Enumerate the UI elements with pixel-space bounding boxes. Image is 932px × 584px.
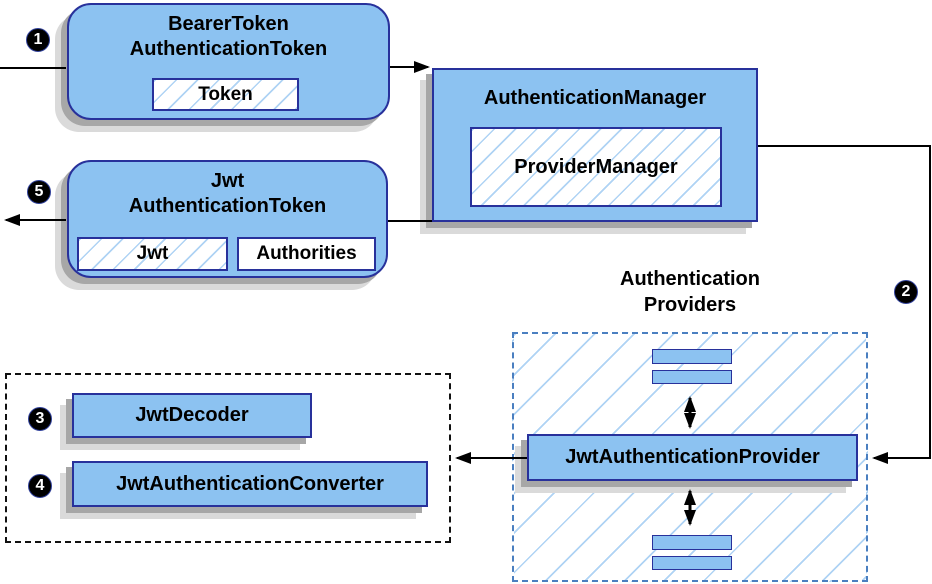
providers-group-heading: Authentication Providers bbox=[560, 266, 820, 318]
step-2-badge: 2 bbox=[894, 280, 918, 304]
provider-slot-bar bbox=[652, 370, 732, 384]
bearer-token-title-line2: AuthenticationToken bbox=[129, 38, 328, 60]
decoder-group-box bbox=[5, 373, 451, 543]
jwt-token-title-line2: AuthenticationToken bbox=[128, 195, 327, 217]
jwt-authentication-converter-node: JwtAuthenticationConverter bbox=[72, 461, 428, 507]
authorities-inner-box: Authorities bbox=[237, 237, 376, 271]
provider-slot-bar bbox=[652, 535, 732, 550]
step-5-badge: 5 bbox=[27, 180, 51, 204]
providers-heading-line2: Providers bbox=[643, 294, 737, 316]
step-3-badge: 3 bbox=[28, 407, 52, 431]
jwt-token-node-title: Jwt AuthenticationToken bbox=[69, 162, 386, 219]
providers-heading-line1: Authentication bbox=[620, 268, 760, 290]
authentication-manager-title: AuthenticationManager bbox=[483, 87, 707, 109]
jwt-authentication-token-node: Jwt AuthenticationToken Jwt Authorities bbox=[67, 160, 388, 278]
jwt-authentication-provider-node: JwtAuthenticationProvider bbox=[527, 434, 858, 481]
jwt-token-title-line1: Jwt bbox=[210, 170, 245, 192]
token-inner-box: Token bbox=[152, 78, 299, 111]
provider-slot-bar bbox=[652, 556, 732, 570]
provider-manager-inner-box: ProviderManager bbox=[470, 127, 722, 207]
step-4-badge: 4 bbox=[28, 474, 52, 498]
bearer-token-authentication-token-node: BearerToken AuthenticationToken Token bbox=[67, 3, 390, 120]
provider-slot-bar bbox=[652, 349, 732, 364]
bearer-token-title-line1: BearerToken bbox=[168, 13, 289, 35]
jwt-inner-box: Jwt bbox=[77, 237, 228, 271]
bearer-token-node-title: BearerToken AuthenticationToken bbox=[69, 5, 388, 62]
jwt-decoder-node: JwtDecoder bbox=[72, 393, 312, 438]
step-1-badge: 1 bbox=[26, 28, 50, 52]
authentication-manager-node: AuthenticationManager ProviderManager bbox=[432, 68, 758, 222]
